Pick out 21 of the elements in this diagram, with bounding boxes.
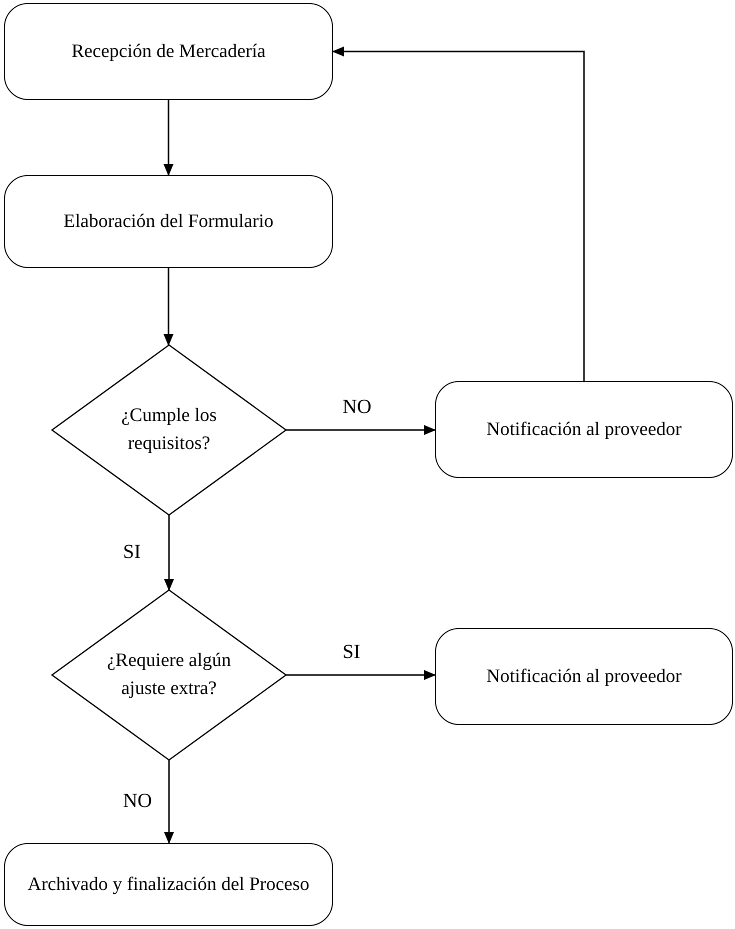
process-box [4, 3, 333, 100]
arrow [164, 515, 174, 591]
node-text: ¿Cumple los requisitos? [120, 404, 218, 456]
process-box [435, 381, 733, 478]
arrow [164, 268, 174, 346]
process-box [435, 628, 733, 725]
node-text: Archivado y finalización del Proceso [28, 872, 310, 897]
arrow [286, 425, 436, 435]
process-box [4, 175, 333, 268]
arrow [164, 760, 174, 844]
arrow [164, 100, 174, 176]
arrow [286, 670, 436, 680]
node-text: Notificación al proveedor [486, 418, 682, 442]
process-box [4, 843, 333, 926]
node-text: Notificación al proveedor [486, 664, 682, 689]
decision-diamond [52, 590, 286, 760]
arrow [332, 46, 585, 381]
node-text: Recepción de Mercadería [71, 40, 266, 64]
decision-diamond [52, 345, 286, 515]
node-text: Elaboración del Formulario [64, 210, 274, 234]
node-text: ¿Requiere algún ajuste extra? [106, 649, 232, 701]
